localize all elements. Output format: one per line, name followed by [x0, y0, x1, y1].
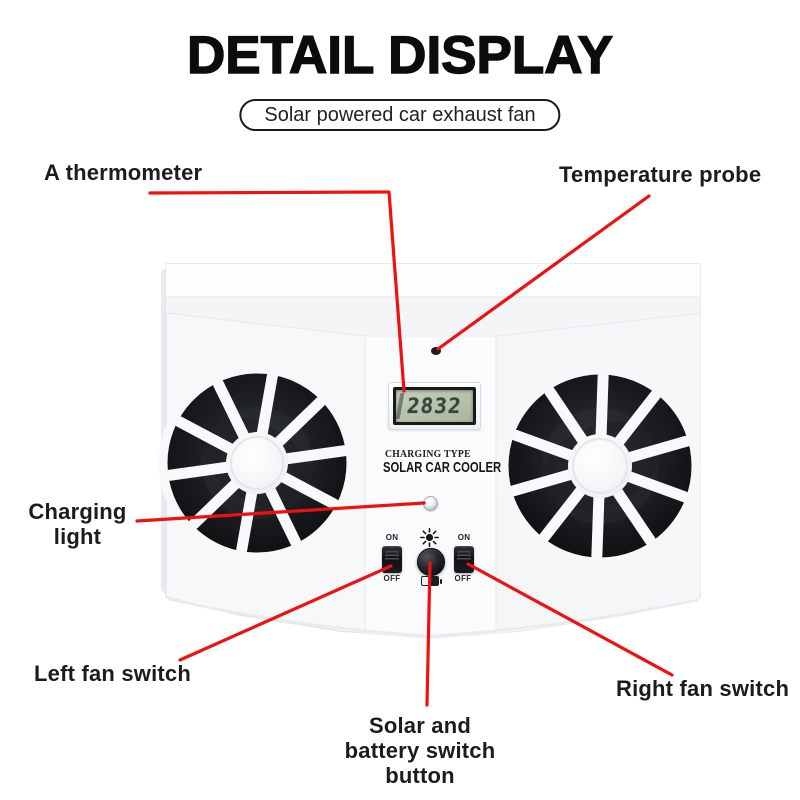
charging-light-label: Charging light — [28, 499, 127, 549]
lcd-artifact — [396, 393, 405, 419]
print-solar-car-cooler: SOLAR CAR COOLER — [383, 459, 502, 476]
left-switch-on-label: ON — [385, 533, 399, 542]
right-fan-hub — [568, 434, 632, 498]
sun-icon — [420, 528, 439, 547]
right-switch-on-label: ON — [457, 533, 471, 542]
right-switch-off-label: OFF — [454, 574, 472, 583]
left-switch-off-label: OFF — [383, 574, 401, 583]
print-charging-type: CHARGING TYPE — [385, 448, 471, 460]
left-fan-switch-label: Left fan switch — [34, 661, 192, 686]
left-fan-toggle-switch — [382, 546, 402, 573]
lcd-thermometer-display: 2832 — [388, 382, 481, 430]
toggle-ridges — [457, 551, 471, 561]
toggle-ridges — [385, 551, 399, 561]
thermometer-label: A thermometer — [44, 160, 203, 185]
battery-icon — [417, 575, 443, 587]
left-fan — [158, 364, 356, 562]
right-fan-rim — [499, 365, 701, 567]
right-fan-toggle-switch — [454, 546, 474, 573]
right-fan-switch-label: Right fan switch — [616, 676, 790, 701]
page-title: DETAIL DISPLAY — [186, 25, 614, 85]
solar-battery-button-label: Solar and battery switch button — [344, 713, 496, 788]
right-fan-grille-spokes — [508, 371, 692, 561]
device-top-face — [166, 264, 700, 297]
lcd-screen: 2832 — [396, 390, 473, 422]
lcd-value: 2832 — [405, 394, 464, 418]
charging-light-led — [423, 496, 438, 511]
lcd-frame: 2832 — [393, 387, 476, 425]
right-fan — [499, 365, 701, 567]
temperature-probe-label: Temperature probe — [559, 162, 762, 187]
left-fan-hub — [226, 432, 288, 494]
solar-battery-mode-button — [417, 548, 445, 576]
subtitle-badge: Solar powered car exhaust fan — [239, 99, 561, 131]
